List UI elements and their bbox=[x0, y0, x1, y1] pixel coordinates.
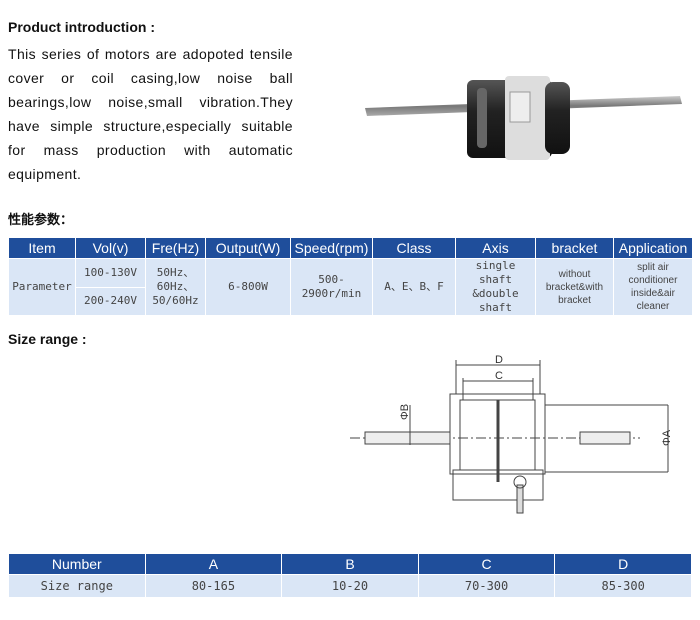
cell-a: 80-165 bbox=[144, 574, 283, 598]
header-b: B bbox=[281, 553, 419, 575]
intro-title: Product introduction : bbox=[8, 19, 155, 35]
cell-c: 70-300 bbox=[417, 574, 556, 598]
cell-axis: single shaft &double shaft bbox=[455, 258, 536, 316]
dim-c-label: C bbox=[495, 370, 503, 382]
dim-d-label: D bbox=[495, 354, 503, 366]
cell-vol-1: 100-130V bbox=[75, 258, 146, 288]
header-class: Class bbox=[372, 237, 456, 259]
cell-application: split air conditioner inside&air cleaner bbox=[613, 258, 693, 316]
header-fre: Fre(Hz) bbox=[145, 237, 206, 259]
header-speed: Speed(rpm) bbox=[290, 237, 373, 259]
cell-speed: 500-2900r/min bbox=[290, 258, 373, 316]
dim-b-label: ΦB bbox=[399, 404, 411, 420]
size-title: Size range : bbox=[8, 331, 87, 347]
cell-class: A、E、B、F bbox=[372, 258, 456, 316]
header-bracket: bracket bbox=[535, 237, 614, 259]
table-header-row: Item Vol(v) Fre(Hz) Output(W) Speed(rpm)… bbox=[8, 237, 693, 259]
header-axis: Axis bbox=[455, 237, 536, 259]
cell-label: Size range bbox=[8, 574, 146, 598]
header-c: C bbox=[417, 553, 556, 575]
header-application: Application bbox=[613, 237, 693, 259]
header-a: A bbox=[144, 553, 283, 575]
cell-vol-2: 200-240V bbox=[75, 286, 146, 316]
dim-a-label: ΦA bbox=[661, 429, 673, 446]
table-row: Size range 80-165 10-20 70-300 85-300 bbox=[8, 574, 692, 598]
header-output: Output(W) bbox=[205, 237, 291, 259]
table-row: 200-240V bbox=[9, 286, 693, 316]
cell-fre: 50Hz、60Hz、50/60Hz bbox=[145, 258, 206, 316]
intro-text: This series of motors are adopoted tensi… bbox=[8, 46, 293, 182]
header-number: Number bbox=[8, 553, 146, 575]
table-header-row: Number A B C D bbox=[8, 553, 692, 575]
cell-output: 6-800W bbox=[205, 258, 291, 316]
size-table: Number A B C D Size range 80-165 10-20 7… bbox=[8, 553, 692, 598]
header-vol: Vol(v) bbox=[75, 237, 146, 259]
performance-title: 性能参数： bbox=[8, 212, 74, 227]
motor-dimension-diagram: D C ΦB ΦA bbox=[350, 354, 673, 514]
table-row: Parameter 100-130V 50Hz、60Hz、50/60Hz 6-8… bbox=[8, 258, 693, 316]
header-item: Item bbox=[8, 237, 76, 259]
cell-item: Parameter bbox=[8, 258, 76, 316]
performance-table: Item Vol(v) Fre(Hz) Output(W) Speed(rpm)… bbox=[8, 237, 693, 316]
cell-bracket: without bracket&with bracket bbox=[535, 258, 614, 316]
motor-image bbox=[365, 76, 682, 160]
cell-d: 85-300 bbox=[554, 574, 692, 598]
cell-b: 10-20 bbox=[281, 574, 419, 598]
header-d: D bbox=[554, 553, 692, 575]
